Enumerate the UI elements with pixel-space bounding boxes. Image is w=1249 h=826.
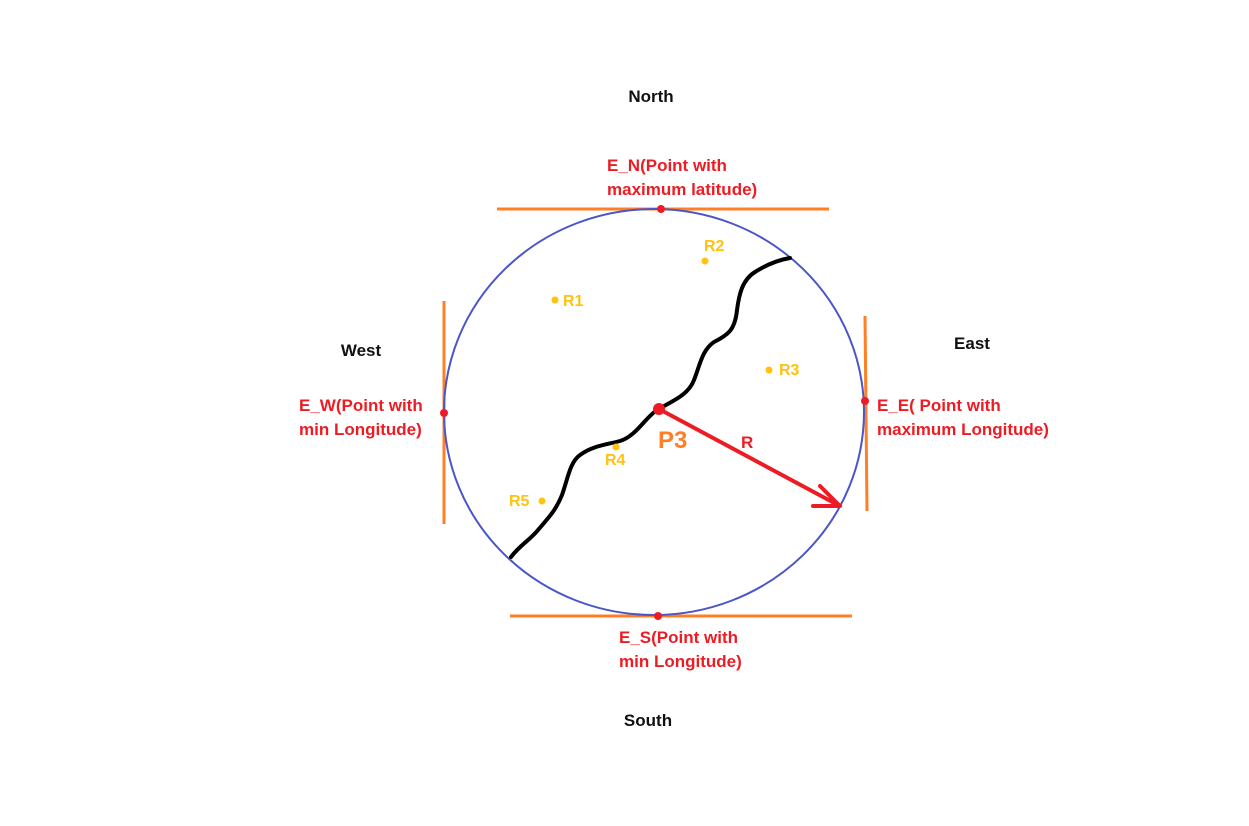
svg-text:E_E( Point with: E_E( Point with — [877, 396, 1001, 415]
south-extreme-label: E_S(Point with min Longitude) — [619, 628, 742, 671]
point-r3-label: R3 — [779, 362, 800, 379]
svg-text:min Longitude): min Longitude) — [299, 420, 422, 439]
radius-label: R — [741, 433, 753, 452]
west-label: West — [341, 341, 382, 360]
center-label: P3 — [658, 427, 687, 454]
point-r2-label: R2 — [704, 238, 725, 255]
svg-text:E_S(Point with: E_S(Point with — [619, 628, 738, 647]
svg-text:maximum Longitude): maximum Longitude) — [877, 420, 1049, 439]
north-label: North — [628, 87, 673, 106]
west-extreme-label: E_W(Point with min Longitude) — [299, 396, 423, 439]
west-extreme-point — [440, 409, 448, 417]
north-extreme-label: E_N(Point with maximum latitude) — [607, 156, 757, 199]
svg-text:E_W(Point with: E_W(Point with — [299, 396, 423, 415]
point-r2 — [701, 257, 709, 265]
east-extreme-label: E_E( Point with maximum Longitude) — [877, 396, 1049, 439]
jagged-path-line — [509, 256, 792, 559]
south-extreme-point — [654, 612, 662, 620]
point-r5-label: R5 — [509, 493, 530, 510]
point-r3 — [765, 366, 773, 374]
east-extreme-point — [861, 397, 869, 405]
north-extreme-point — [657, 205, 665, 213]
svg-text:min Longitude): min Longitude) — [619, 652, 742, 671]
point-r1-label: R1 — [563, 293, 584, 310]
svg-text:maximum latitude): maximum latitude) — [607, 180, 757, 199]
point-r5 — [538, 497, 546, 505]
radius-arrow — [657, 407, 842, 508]
point-r4 — [612, 443, 620, 451]
south-label: South — [624, 711, 672, 730]
center-point — [653, 403, 665, 415]
svg-text:E_N(Point with: E_N(Point with — [607, 156, 727, 175]
point-r1 — [551, 296, 559, 304]
point-r4-label: R4 — [605, 452, 626, 469]
east-tangent-line — [863, 315, 869, 512]
east-label: East — [954, 334, 990, 353]
